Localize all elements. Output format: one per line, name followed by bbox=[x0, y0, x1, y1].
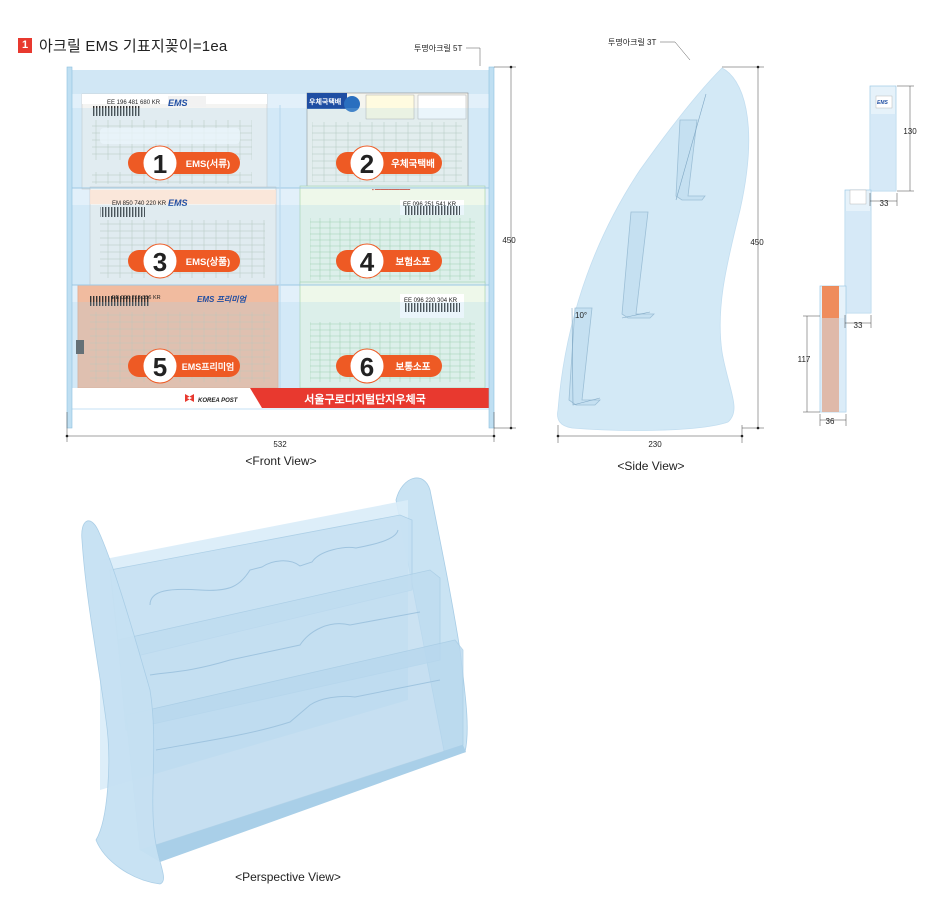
slot-5-number: 5 bbox=[153, 352, 167, 382]
section-dim-33-top: 33 bbox=[880, 199, 889, 208]
slot-1-text: EMS(서류) bbox=[186, 158, 230, 170]
slot-6-label: 6 보통소포 bbox=[336, 348, 442, 384]
side-view-caption: <Side View> bbox=[617, 459, 684, 473]
front-height-value: 450 bbox=[502, 236, 516, 245]
slot-2-text: 우체국택배 bbox=[391, 158, 435, 170]
side-width-dimension: 230 bbox=[556, 425, 744, 449]
slot-4-number: 4 bbox=[360, 247, 375, 277]
front-material-label: 투명아크릴 5T bbox=[414, 43, 462, 53]
side-material-label: 투명아크릴 3T bbox=[608, 37, 656, 47]
slot-3-text: EMS(상품) bbox=[186, 256, 230, 268]
form-1-number: EE 196 481 680 KR bbox=[107, 100, 161, 106]
page-title: 아크릴 EMS 기표지꽂이=1ea bbox=[39, 37, 228, 55]
slot-1-number: 1 bbox=[153, 149, 167, 179]
side-view: 10° 투명아크릴 3T 230 450 <Side View> bbox=[556, 37, 764, 473]
slot-4-text: 보험소포 bbox=[396, 256, 431, 268]
form-5-number: EE 096 218 356 KR bbox=[112, 295, 161, 301]
slot-3-number: 3 bbox=[153, 247, 167, 277]
front-right-post bbox=[488, 66, 495, 429]
slot-5-label: 5 EMS프리미엄 bbox=[128, 348, 240, 384]
form-4-number: EE 096 251 541 KR bbox=[403, 202, 457, 208]
korea-post-logo-icon bbox=[185, 394, 194, 402]
form-3-number: EM 850 740 220 KR bbox=[112, 201, 167, 207]
side-height-dimension: 450 bbox=[722, 65, 764, 430]
premium-logo: EMS 프리미엄 bbox=[197, 295, 248, 304]
front-width-dimension: 532 bbox=[65, 412, 496, 449]
slot-6-text: 보통소포 bbox=[396, 362, 431, 373]
front-width-value: 532 bbox=[273, 440, 287, 449]
title-number-badge: 1 bbox=[18, 37, 32, 53]
brand-name: KOREA POST bbox=[198, 398, 239, 404]
ems-logo-2: EMS bbox=[168, 198, 188, 208]
svg-text:EMS: EMS bbox=[877, 100, 889, 106]
side-panel bbox=[557, 67, 750, 431]
title-row: 1 아크릴 EMS 기표지꽂이=1ea bbox=[18, 36, 228, 55]
office-name: 서울구로디지털단지우체국 bbox=[304, 392, 425, 406]
parcel-title: 우체국택배 bbox=[309, 97, 341, 106]
slot-3-label: 3 EMS(상품) bbox=[128, 243, 240, 279]
side-angle-label: 10° bbox=[575, 311, 587, 320]
slot-2-label: 2 우체국택배 bbox=[336, 145, 442, 181]
section-dim-33-mid: 33 bbox=[854, 321, 863, 330]
perspective-view-caption: <Perspective View> bbox=[235, 870, 341, 884]
slot-1-label: 1 EMS(서류) bbox=[128, 145, 240, 181]
form-parcel: 우체국택배 bbox=[306, 92, 469, 189]
section-dim-130: 130 bbox=[903, 127, 917, 136]
front-view-caption: <Front View> bbox=[245, 454, 316, 468]
slot-5-text: EMS프리미엄 bbox=[182, 361, 235, 372]
ems-logo-1: EMS bbox=[168, 98, 188, 108]
section-dim-36: 36 bbox=[826, 417, 835, 426]
section-view: EMS 130 33 33 117 36 bbox=[798, 85, 917, 426]
side-height-value: 450 bbox=[750, 238, 764, 247]
front-height-dimension: 450 bbox=[494, 65, 516, 430]
slot-4-label: 4 보험소포 bbox=[336, 243, 442, 279]
section-dim-117: 117 bbox=[798, 355, 811, 364]
svg-text:▪ ━━━━━━━━━━━━━: ▪ ━━━━━━━━━━━━━ bbox=[372, 187, 410, 192]
side-width-value: 230 bbox=[648, 440, 662, 449]
front-view: EE 196 481 680 KR EMS 우체국택배 EM 850 740 2… bbox=[65, 43, 516, 468]
perspective-view: <Perspective View> bbox=[81, 477, 468, 885]
form-6-number: EE 096 220 304 KR bbox=[404, 298, 458, 304]
slot-2-number: 2 bbox=[360, 149, 374, 179]
slot-6-number: 6 bbox=[360, 352, 374, 382]
front-left-post bbox=[66, 66, 73, 429]
